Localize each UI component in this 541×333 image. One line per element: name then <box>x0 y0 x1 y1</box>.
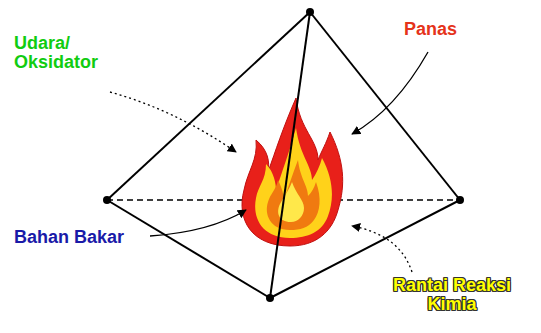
vertex-dots <box>103 8 464 302</box>
flame <box>242 98 343 246</box>
tetrahedron-edges <box>107 12 460 298</box>
leader-arrows <box>110 52 428 272</box>
fire-element-label: Rantai Reaksi Kimia <box>372 276 532 314</box>
fire-element-label: Udara/ Oksidator <box>14 34 114 72</box>
fire-element-label: Bahan Bakar <box>14 228 154 247</box>
fire-element-label: Panas <box>404 20 494 39</box>
